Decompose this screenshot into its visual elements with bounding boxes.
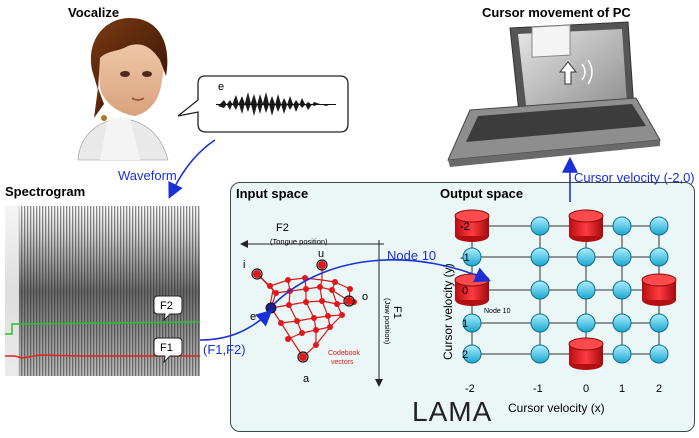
codebook-node-blue [612, 280, 632, 300]
speech-bubble [177, 75, 349, 133]
codebook-node-blue [462, 313, 482, 333]
codebook-node-blue [576, 313, 596, 333]
f2-callout [153, 295, 183, 322]
codebook-node-blue [612, 216, 632, 236]
codebook-node-red [568, 209, 604, 242]
x-tick-neg1: -1 [533, 383, 543, 395]
codebook-node-blue [612, 247, 632, 267]
codebook-node-red [568, 337, 604, 370]
laptop-illustration [447, 21, 661, 167]
f1-callout-label: F1 [160, 342, 173, 354]
vowel-e-label: e [218, 81, 224, 93]
cursor-velocity-label: Cursor velocity (-2,0) [574, 170, 695, 185]
vowel-o: o [362, 291, 368, 303]
codebook-node-blue [462, 247, 482, 267]
codebook-node-blue [649, 313, 669, 333]
vowel-e: e [250, 311, 256, 323]
codebook-node-blue [649, 247, 669, 267]
output-nodes [454, 209, 677, 370]
y-tick-neg1: -1 [460, 252, 470, 264]
codebook-node-blue [530, 313, 550, 333]
codebook-node-blue [576, 247, 596, 267]
vowel-i: i [243, 259, 245, 271]
f1f2-label: (F1,F2) [203, 342, 246, 357]
f1-axis-label: F1 [391, 306, 403, 319]
codebook-node-blue [530, 344, 550, 364]
codebook-node-blue [649, 344, 669, 364]
x-tick-1: 1 [619, 383, 625, 395]
codebook-node-red [641, 273, 677, 306]
codebook-label-1: Codebook [328, 350, 360, 357]
y-tick-1: 1 [462, 318, 468, 330]
f1-callout [153, 337, 183, 364]
waveform-label: Waveform [118, 168, 177, 183]
f2-axis-sublabel: (Tongue position) [270, 237, 328, 246]
y-tick-neg2: -2 [460, 221, 470, 233]
vowel-u: u [318, 248, 324, 260]
f1f2-arrow [199, 309, 273, 341]
codebook-node-blue [612, 313, 632, 333]
character-illustration [77, 18, 169, 161]
codebook-node-red [454, 209, 490, 242]
lama-title: LAMA [412, 396, 493, 427]
vocalize-title: Vocalize [68, 5, 120, 20]
codebook-node-blue [576, 280, 596, 300]
input-space-title: Input space [236, 186, 309, 201]
waveform-arrow [168, 139, 216, 199]
x-tick-neg2: -2 [465, 383, 475, 395]
codebook-node-blue [530, 247, 550, 267]
codebook-node-blue [649, 216, 669, 236]
f2-callout-label: F2 [160, 300, 173, 312]
y-tick-0: 0 [462, 285, 468, 297]
x-axis-label: Cursor velocity (x) [508, 401, 605, 415]
f2-axis-label: F2 [276, 222, 289, 234]
spectrogram-image [5, 206, 201, 376]
codebook-node-blue [462, 344, 482, 364]
y-tick-2: 2 [462, 349, 468, 361]
x-tick-0: 0 [583, 383, 589, 395]
y-axis-label: Cursor velocity (y) [441, 263, 455, 360]
codebook-node-blue [530, 216, 550, 236]
pc-title: Cursor movement of PC [482, 5, 631, 20]
output-space-title: Output space [440, 186, 524, 201]
spectrogram-title: Spectrogram [5, 184, 86, 199]
node10-arrow [273, 259, 491, 305]
codebook-node-blue [612, 344, 632, 364]
x-tick-2: 2 [656, 383, 662, 395]
codebook-label-2: vectors [331, 359, 354, 366]
node10-sublabel: Node 10 [484, 308, 511, 315]
codebook-map [240, 240, 384, 387]
codebook-node-blue [530, 280, 550, 300]
vowel-a: a [303, 373, 310, 385]
f1-axis-sublabel: (Jaw position) [383, 298, 392, 345]
